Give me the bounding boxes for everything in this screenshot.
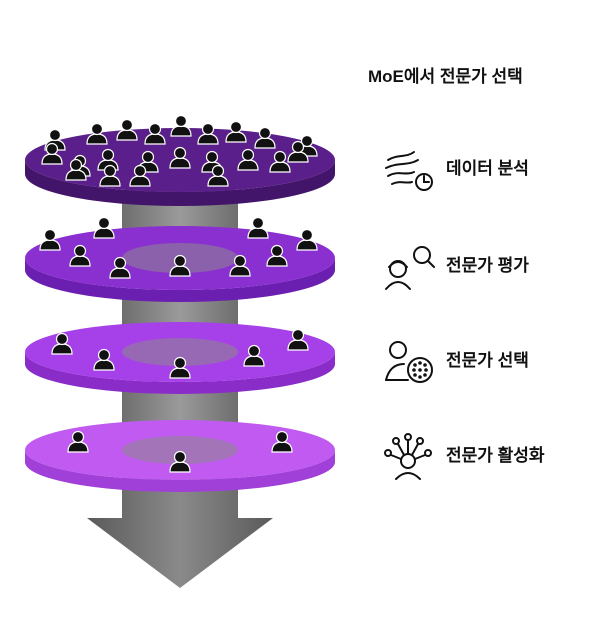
expert-person-icon: [287, 140, 309, 163]
expert-person-icon: [287, 328, 309, 351]
expert-person-icon: [69, 244, 91, 267]
layer-4-disc: [25, 420, 335, 492]
expert-person-icon: [129, 164, 151, 187]
expert-person-icon: [144, 122, 166, 145]
expert-person-icon: [254, 126, 276, 149]
expert-person-icon: [296, 228, 318, 251]
expert-person-icon: [86, 122, 108, 145]
step-label: 데이터 분석: [446, 159, 529, 178]
expert-person-icon: [169, 356, 191, 379]
expert-person-icon: [271, 430, 293, 453]
expert-person-icon: [93, 348, 115, 371]
down-arrow: [87, 470, 273, 588]
expert-person-icon: [207, 164, 229, 187]
expert-person-icon: [137, 150, 159, 173]
step-label: 전문가 활성화: [446, 446, 545, 465]
expert-person-icon: [99, 164, 121, 187]
expert-person-icon: [41, 142, 63, 165]
expert-person-icon: [266, 244, 288, 267]
expert-person-icon: [229, 254, 251, 277]
expert-person-icon: [116, 118, 138, 141]
expert-person-icon: [93, 216, 115, 239]
expert-person-icon: [39, 228, 61, 251]
expert-person-icon: [51, 332, 73, 355]
expert-person-icon: [109, 256, 131, 279]
user-network-icon: [385, 341, 433, 383]
expert-person-icon: [247, 216, 269, 239]
data-wind-clock-icon: [385, 151, 433, 191]
expert-person-icon: [197, 122, 219, 145]
expert-person-icon: [170, 114, 192, 137]
expert-person-icon: [243, 344, 265, 367]
expert-person-icon: [65, 158, 87, 181]
step-label: 전문가 평가: [446, 256, 529, 275]
expert-person-icon: [169, 146, 191, 169]
person-network-activation-icon: [384, 433, 432, 480]
expert-person-icon: [169, 450, 191, 473]
diagram-title: MoE에서 전문가 선택: [368, 67, 523, 86]
expert-person-icon: [67, 430, 89, 453]
expert-person-icon: [237, 148, 259, 171]
expert-magnifier-icon: [385, 246, 435, 290]
expert-person-icon: [225, 120, 247, 143]
expert-person-icon: [269, 150, 291, 173]
expert-figures: [39, 114, 318, 473]
step-label: 전문가 선택: [446, 351, 529, 370]
expert-person-icon: [169, 254, 191, 277]
